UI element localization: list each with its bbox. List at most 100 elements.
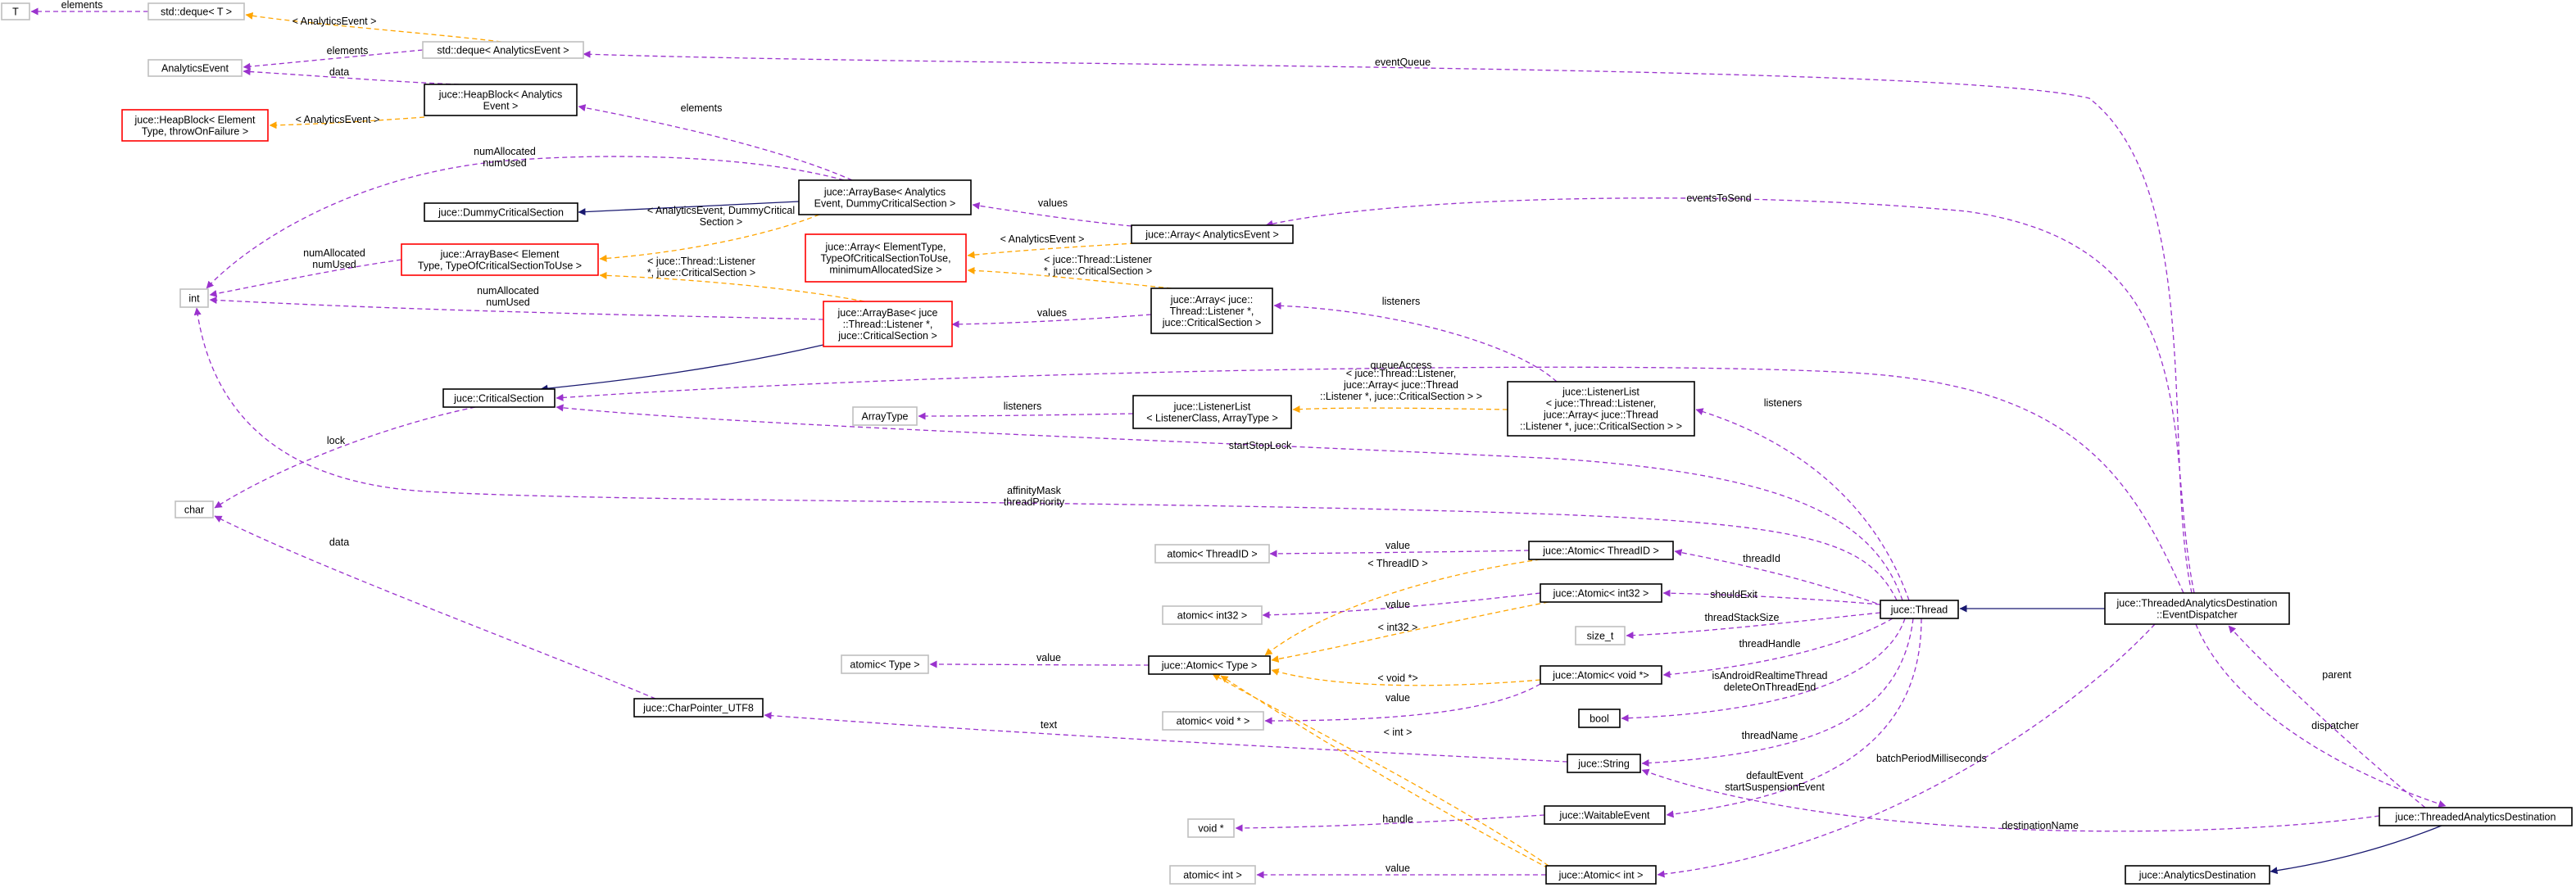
edge-startStopLock	[556, 404, 1903, 601]
node-ListenerList_Thread[interactable]: juce::ListenerList< juce::Thread::Listen…	[1507, 381, 1695, 437]
node-label: std::deque< AnalyticsEvent >	[437, 45, 569, 57]
edge-listeners_arr	[1273, 301, 1558, 383]
edge-label-threadHandle: threadHandle	[1739, 638, 1800, 650]
node-box	[841, 654, 929, 674]
edge-value_voidp	[1264, 683, 1541, 725]
node-label: void *	[1198, 823, 1223, 835]
node-label: T	[12, 7, 19, 18]
node-AnalyticsEvent[interactable]: AnalyticsEvent	[147, 59, 243, 77]
node-voidp[interactable]: void *	[1187, 818, 1235, 838]
edge-ll_tpl	[1292, 405, 1508, 414]
node-DummyCriticalSection[interactable]: juce::DummyCriticalSection	[424, 202, 578, 222]
node-Atomic_Type[interactable]: juce::Atomic< Type >	[1148, 655, 1271, 675]
node-String[interactable]: juce::String	[1567, 754, 1641, 773]
node-label: juce::Atomic< ThreadID >	[1542, 546, 1659, 557]
node-Array_generic[interactable]: juce::Array< ElementType,TypeOfCriticalS…	[805, 233, 967, 283]
edge-affinity	[193, 307, 1898, 601]
node-label: bool	[1590, 713, 1609, 725]
edge-tpl_voidp	[1271, 668, 1541, 686]
edge-label-eventsToSend: eventsToSend	[1686, 192, 1751, 204]
edge-ab_ae_tpl	[599, 214, 820, 262]
node-Atomic_int32[interactable]: juce::Atomic< int32 >	[1540, 583, 1662, 603]
node-atomic_voidp[interactable]: atomic< void * >	[1162, 711, 1264, 731]
node-box	[401, 243, 599, 276]
node-label: juce::Array< AnalyticsEvent >	[1145, 229, 1279, 241]
node-label: juce::Array< ElementType,TypeOfCriticalS…	[820, 242, 950, 276]
edge-label-ab_l_tpl: < juce::Thread::Listener*, juce::Critica…	[647, 256, 755, 278]
edge-label-data_char: data	[329, 537, 349, 548]
edge-threadName	[1641, 618, 1914, 767]
node-WaitableEvent[interactable]: juce::WaitableEvent	[1544, 805, 1666, 825]
edge-AE_data	[243, 68, 460, 85]
node-box	[1575, 626, 1626, 645]
node-box	[1131, 224, 1294, 244]
node-int[interactable]: int	[179, 288, 209, 308]
node-atomic_ThreadID[interactable]: atomic< ThreadID >	[1154, 544, 1270, 564]
node-atomic_int32[interactable]: atomic< int32 >	[1162, 605, 1263, 625]
node-std_deque_AE[interactable]: std::deque< AnalyticsEvent >	[422, 41, 584, 59]
edge-label-eventQueue: eventQueue	[1375, 57, 1431, 68]
node-T[interactable]: T	[1, 2, 30, 20]
edge-label-T_deque: elements	[61, 0, 103, 11]
node-bool[interactable]: bool	[1578, 709, 1621, 728]
node-Atomic_ThreadID[interactable]: juce::Atomic< ThreadID >	[1528, 541, 1674, 560]
node-box	[1162, 605, 1263, 625]
node-ArrayType[interactable]: ArrayType	[852, 406, 918, 426]
edge-eventQueue	[583, 50, 2193, 594]
node-label: AnalyticsEvent	[161, 63, 229, 75]
edge-threadStackSize	[1626, 612, 1881, 640]
node-atomic_int[interactable]: atomic< int >	[1169, 865, 1256, 885]
edge-label-startStopLock: startStopLock	[1229, 440, 1292, 451]
edge-listeners_t	[1695, 408, 1910, 601]
node-char[interactable]: char	[175, 500, 214, 518]
node-box	[1545, 865, 1657, 885]
node-box	[1880, 600, 1959, 619]
node-EventDispatcher[interactable]: juce::ThreadedAnalyticsDestination::Even…	[2104, 592, 2290, 625]
edge-label-heap_elements: elements	[681, 102, 723, 114]
node-atomic_Type[interactable]: atomic< Type >	[841, 654, 929, 674]
node-ListenerList_generic[interactable]: juce::ListenerList< ListenerClass, Array…	[1132, 395, 1292, 429]
node-Atomic_int[interactable]: juce::Atomic< int >	[1545, 865, 1657, 885]
edge-label-AE_data: data	[329, 66, 349, 78]
node-Array_Listener[interactable]: juce::Array< juce::Thread::Listener *,ju…	[1150, 288, 1273, 334]
edge-label-deque_AE_tpl: < AnalyticsEvent >	[293, 16, 377, 27]
edge-label-tpl_tid: < ThreadID >	[1367, 558, 1427, 569]
edge-label-tpl_voidp: < void *>	[1377, 672, 1417, 684]
node-CriticalSection[interactable]: juce::CriticalSection	[442, 388, 556, 408]
edge-dispatcher	[2195, 623, 2447, 808]
node-box	[823, 301, 953, 347]
edge-labels-layer: elements < AnalyticsEvent > eventQueue elem…	[61, 0, 2359, 874]
node-std_deque_T[interactable]: std::deque< T >	[147, 2, 245, 20]
node-CharPointer[interactable]: juce::CharPointer_UTF8	[633, 698, 764, 718]
inherit-edge-ArrayBase_Listener-CriticalSection	[540, 344, 824, 392]
node-box	[147, 2, 245, 20]
node-box	[805, 233, 967, 283]
node-AnalyticsDestination[interactable]: juce::AnalyticsDestination	[2125, 865, 2270, 885]
node-box	[1169, 865, 1256, 885]
node-label: juce::WaitableEvent	[1558, 810, 1650, 822]
node-label: juce::ListenerList< juce::Thread::Listen…	[1520, 387, 1682, 432]
node-size_t[interactable]: size_t	[1575, 626, 1626, 645]
edge-ab_l_int	[209, 296, 824, 320]
node-label: juce::Atomic< void *>	[1552, 670, 1649, 681]
node-Array_AE[interactable]: juce::Array< AnalyticsEvent >	[1131, 224, 1294, 244]
node-Thread[interactable]: juce::Thread	[1880, 600, 1959, 619]
node-box	[179, 288, 209, 308]
edge-values_l	[951, 314, 1152, 328]
edge-label-value_i32: value	[1386, 599, 1410, 610]
node-label: juce::Array< juce::Thread::Listener *,ju…	[1162, 294, 1262, 328]
node-box	[1132, 395, 1292, 429]
edge-threadId	[1674, 549, 1885, 607]
node-ThreadedAD[interactable]: juce::ThreadedAnalyticsDestination	[2379, 807, 2573, 826]
node-Atomic_voidp[interactable]: juce::Atomic< void *>	[1540, 665, 1662, 685]
edge-data_char	[214, 515, 656, 700]
node-ArrayBase_Listener[interactable]: juce::ArrayBase< juce::Thread::Listener …	[823, 301, 953, 347]
node-label: juce::Atomic< int >	[1558, 870, 1644, 881]
